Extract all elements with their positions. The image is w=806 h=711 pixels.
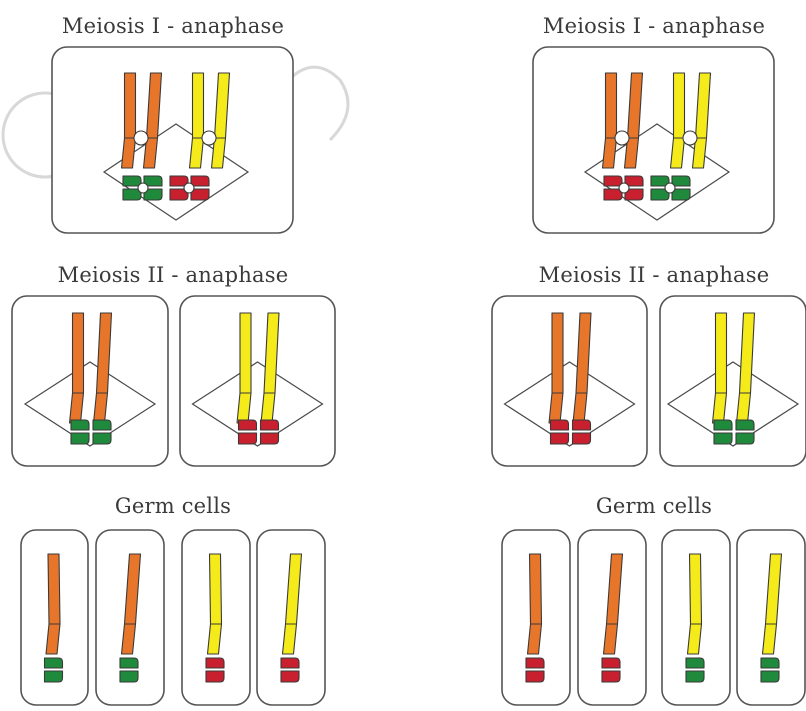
left-meiosis1-centromere-1 [134, 131, 148, 145]
right-meiosis1-centromere-1 [615, 131, 629, 145]
left-germ-3-short-chromatid-top [206, 658, 224, 668]
right-meiosis1-short-chromatid-1-top [604, 176, 622, 186]
right-meiosis1-long-chromatid-3-lower-arm [671, 138, 685, 168]
right-meiosis2-2-short-chromatid-1-bottom [714, 433, 732, 444]
right-germ-4-short-chromatid-top [761, 658, 779, 668]
right-germ-3-long-chromatid-lower-arm [688, 624, 702, 654]
right-germ-cells-title: Germ cells [596, 494, 712, 518]
left-germ-4-short-chromatid-top [281, 658, 299, 668]
right-meiosis1-short-centromere-2 [665, 183, 675, 193]
right-meiosis2-title: Meiosis II - anaphase [539, 263, 770, 287]
left-meiosis2-2-long-chromatid-1-lower-arm [237, 393, 251, 423]
right-germ-1-short-chromatid-bottom [526, 671, 544, 682]
left-meiosis2-cell-1 [12, 296, 168, 466]
left-meiosis2-title: Meiosis II - anaphase [58, 263, 289, 287]
left-meiosis1-long-chromatid-3-lower-arm [190, 138, 204, 168]
right-meiosis2-cell-1 [492, 296, 647, 466]
right-meiosis1-short-chromatid-4-top [672, 176, 690, 186]
right-germ-3-short-chromatid-bottom [686, 671, 704, 682]
left-meiosis1-long-chromatid-3-upper-arm [193, 73, 204, 138]
left-meiosis1-short-centromere-2 [184, 183, 194, 193]
right-germ-2-short-chromatid-bottom [602, 671, 620, 682]
left-meiosis1-title: Meiosis I - anaphase [62, 14, 284, 38]
left-germ-1-long-chromatid-lower-arm [46, 624, 60, 654]
right-meiosis2-1-long-chromatid-1-upper-arm [552, 313, 563, 393]
right-meiosis2-2-short-chromatid-2-top [736, 420, 754, 430]
left-meiosis2-2-long-chromatid-2-lower-arm [261, 393, 275, 423]
left-germ-cells-title: Germ cells [115, 494, 231, 518]
left-germ-4-short-chromatid-bottom [281, 671, 299, 682]
right-meiosis2-1-long-chromatid-2-lower-arm [573, 393, 587, 423]
left-meiosis2-cell-2 [180, 296, 335, 466]
left-meiosis2-2-short-chromatid-2-bottom [261, 433, 279, 444]
left-germ-1-long-chromatid-upper-arm [48, 554, 60, 624]
left-germ-3-short-chromatid-bottom [206, 671, 224, 682]
right-meiosis2-2-long-chromatid-1-lower-arm [713, 393, 727, 423]
left-meiosis1-short-centromere-1 [138, 183, 148, 193]
left-germ-3-long-chromatid-lower-arm [208, 624, 222, 654]
right-germ-1-long-chromatid-upper-arm [530, 554, 542, 624]
left-germ-1-short-chromatid-top [45, 658, 63, 668]
right-germ-2-long-chromatid-lower-arm [604, 624, 618, 654]
left-meiosis2-1-short-chromatid-1-top [71, 420, 89, 430]
left-germ-3-long-chromatid-upper-arm [210, 554, 222, 624]
right-germ-4-long-chromatid-lower-arm [763, 624, 777, 654]
left-meiosis2-1-short-chromatid-2-bottom [93, 433, 111, 444]
left-meiosis2-1-long-chromatid-2-lower-arm [94, 393, 108, 423]
right-meiosis2-2-short-chromatid-1-top [714, 420, 732, 430]
right-meiosis2-cell-2 [660, 296, 806, 466]
left-meiosis2-2-short-chromatid-2-top [261, 420, 279, 430]
right-meiosis2-1-short-chromatid-1-top [551, 420, 569, 430]
right-germ-2-short-chromatid-top [602, 658, 620, 668]
right-germ-3-long-chromatid-upper-arm [690, 554, 702, 624]
left-germ-2-long-chromatid-lower-arm [122, 624, 136, 654]
right-meiosis2-2-short-chromatid-2-bottom [736, 433, 754, 444]
left-meiosis1-long-chromatid-1-upper-arm [125, 73, 136, 138]
left-meiosis2-1-long-chromatid-1-upper-arm [73, 313, 84, 393]
diagram-layer [12, 47, 806, 705]
right-meiosis1-long-chromatid-1-lower-arm [603, 138, 617, 168]
left-meiosis2-1-long-chromatid-1-lower-arm [70, 393, 84, 423]
right-meiosis1-centromere-2 [683, 131, 697, 145]
right-germ-1-long-chromatid-lower-arm [528, 624, 542, 654]
right-meiosis1-short-centromere-1 [619, 183, 629, 193]
right-germ-1-short-chromatid-top [526, 658, 544, 668]
right-germ-3-short-chromatid-top [686, 658, 704, 668]
left-meiosis1-short-chromatid-1-top [123, 176, 141, 186]
left-germ-1-short-chromatid-bottom [45, 671, 63, 682]
right-meiosis2-1-long-chromatid-1-lower-arm [549, 393, 563, 423]
right-meiosis2-1-short-chromatid-1-bottom [551, 433, 569, 444]
left-meiosis1-long-chromatid-1-lower-arm [122, 138, 136, 168]
left-meiosis2-1-short-chromatid-1-bottom [71, 433, 89, 444]
left-meiosis1-centromere-2 [202, 131, 216, 145]
right-meiosis1-cell [533, 47, 774, 233]
right-meiosis2-1-short-chromatid-2-bottom [573, 433, 591, 444]
left-germ-2-short-chromatid-top [120, 658, 138, 668]
left-meiosis1-short-chromatid-4-top [191, 176, 209, 186]
left-meiosis2-2-short-chromatid-1-bottom [239, 433, 257, 444]
right-germ-4-short-chromatid-bottom [761, 671, 779, 682]
left-meiosis2-2-short-chromatid-1-top [239, 420, 257, 430]
right-meiosis2-1-short-chromatid-2-top [573, 420, 591, 430]
left-germ-4-long-chromatid-lower-arm [283, 624, 297, 654]
right-meiosis2-2-long-chromatid-2-lower-arm [737, 393, 751, 423]
left-meiosis2-1-short-chromatid-2-top [93, 420, 111, 430]
left-meiosis2-2-long-chromatid-1-upper-arm [240, 313, 251, 393]
right-meiosis1-title: Meiosis I - anaphase [543, 14, 765, 38]
left-germ-2-short-chromatid-bottom [120, 671, 138, 682]
right-meiosis1-long-chromatid-1-upper-arm [606, 73, 617, 138]
right-meiosis1-long-chromatid-3-upper-arm [674, 73, 685, 138]
left-meiosis1-cell [52, 47, 293, 233]
right-meiosis2-2-long-chromatid-1-upper-arm [716, 313, 727, 393]
